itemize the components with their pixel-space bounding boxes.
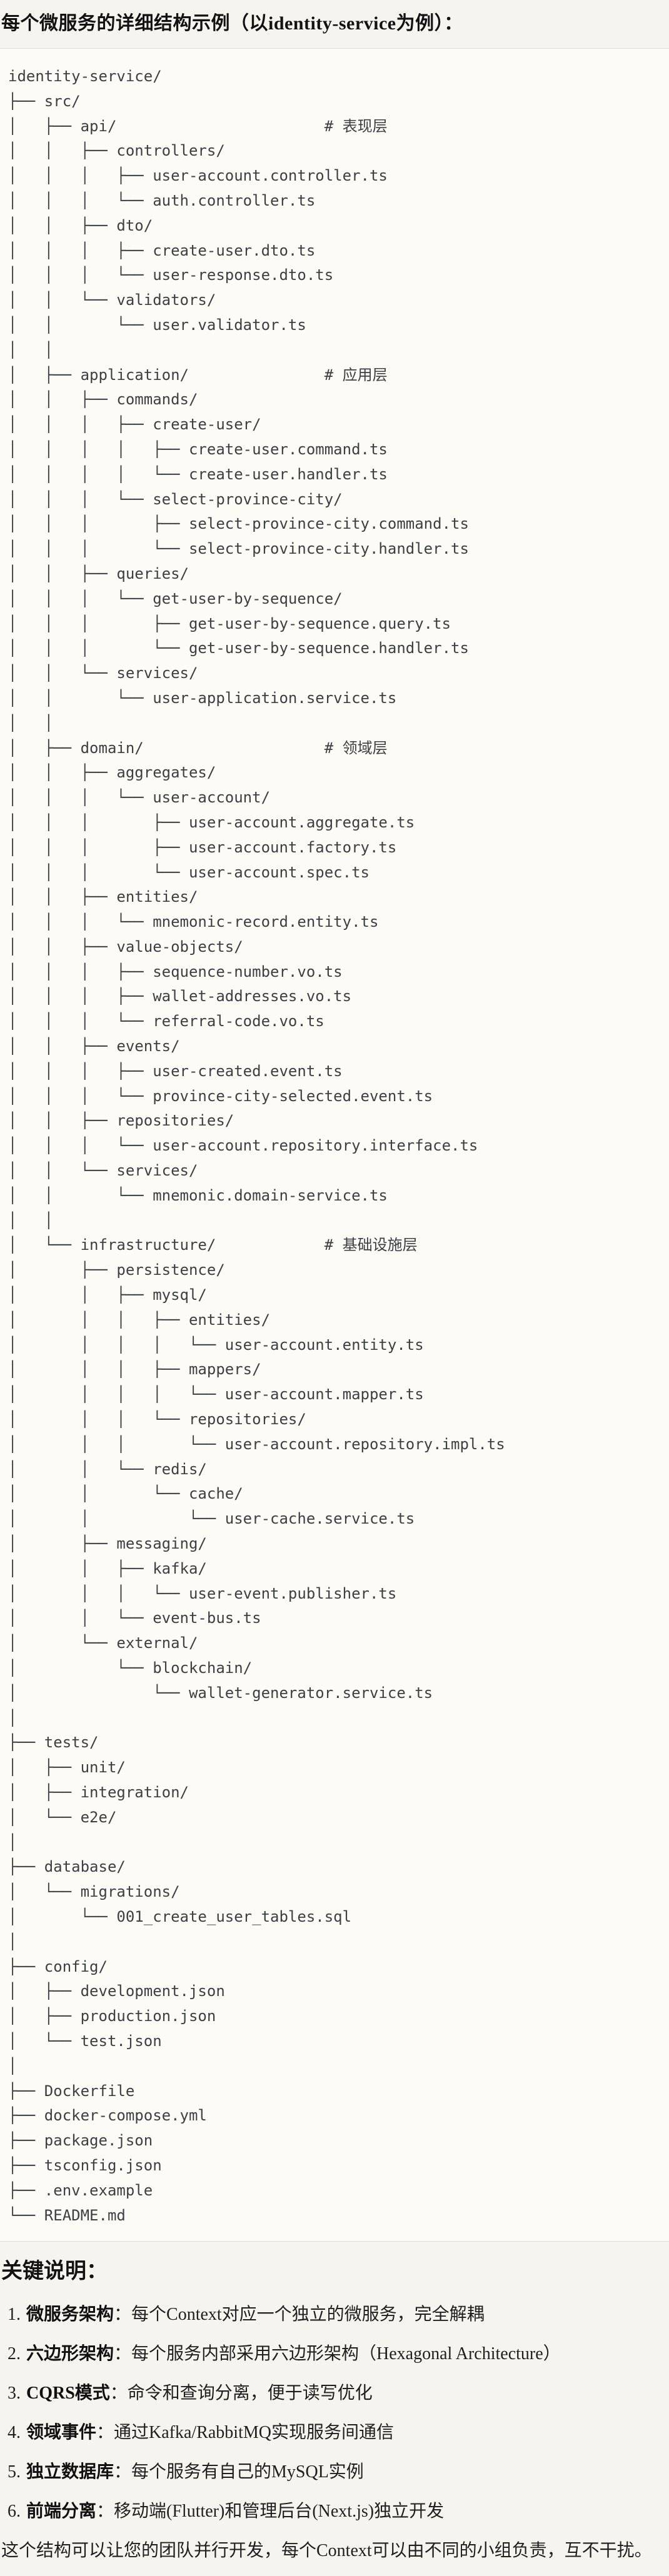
note-item-number: 2. bbox=[8, 2344, 21, 2364]
note-item-label: 领域事件 bbox=[26, 2423, 97, 2443]
note-item-label: 六边形架构 bbox=[26, 2344, 114, 2364]
note-item: 5.独立数据库：每个服务有自己的MySQL实例 bbox=[8, 2460, 656, 2485]
note-item-number: 4. bbox=[8, 2423, 21, 2443]
note-item-number: 5. bbox=[8, 2462, 21, 2482]
note-item-number: 1. bbox=[8, 2305, 21, 2325]
note-item-label: 微服务架构 bbox=[26, 2305, 114, 2325]
note-item-label: 前端分离 bbox=[26, 2502, 97, 2522]
note-item-text: ：每个Context对应一个独立的微服务，完全解耦 bbox=[114, 2305, 485, 2325]
note-item: 1.微服务架构：每个Context对应一个独立的微服务，完全解耦 bbox=[8, 2302, 656, 2327]
note-item: 2.六边形架构：每个服务内部采用六边形架构（Hexagonal Architec… bbox=[8, 2342, 656, 2367]
note-item-text: ：移动端(Flutter)和管理后台(Next.js)独立开发 bbox=[96, 2502, 445, 2522]
note-item: 3.CQRS模式：命令和查询分离，便于读写优化 bbox=[8, 2381, 656, 2406]
file-tree: identity-service/ ├── src/ │ ├── api/ # … bbox=[8, 67, 505, 2224]
page-title: 每个微服务的详细结构示例（以identity-service为例）： bbox=[1, 13, 463, 34]
notes-heading: 关键说明： bbox=[1, 2260, 108, 2284]
code-block: identity-service/ ├── src/ │ ├── api/ # … bbox=[0, 49, 669, 2242]
document-header: 每个微服务的详细结构示例（以identity-service为例）： bbox=[0, 0, 669, 49]
note-item-text: ：命令和查询分离，便于读写优化 bbox=[109, 2384, 373, 2404]
note-item-label: CQRS模式 bbox=[26, 2384, 110, 2404]
note-item: 4.领域事件：通过Kafka/RabbitMQ实现服务间通信 bbox=[8, 2420, 656, 2445]
closing-paragraph: 这个结构可以让您的团队并行开发，每个Context可以由不同的小组负责，互不干扰… bbox=[1, 2541, 652, 2561]
note-item-number: 3. bbox=[8, 2384, 21, 2404]
note-item: 6.前端分离：移动端(Flutter)和管理后台(Next.js)独立开发 bbox=[8, 2499, 656, 2524]
note-item-text: ：每个服务内部采用六边形架构（Hexagonal Architecture） bbox=[114, 2344, 561, 2364]
notes-section: 关键说明： 1.微服务架构：每个Context对应一个独立的微服务，完全解耦 2.… bbox=[0, 2242, 669, 2576]
note-item-text: ：每个服务有自己的MySQL实例 bbox=[114, 2462, 364, 2482]
note-item-text: ：通过Kafka/RabbitMQ实现服务间通信 bbox=[96, 2423, 394, 2443]
note-item-label: 独立数据库 bbox=[26, 2462, 114, 2482]
note-item-number: 6. bbox=[8, 2502, 21, 2522]
